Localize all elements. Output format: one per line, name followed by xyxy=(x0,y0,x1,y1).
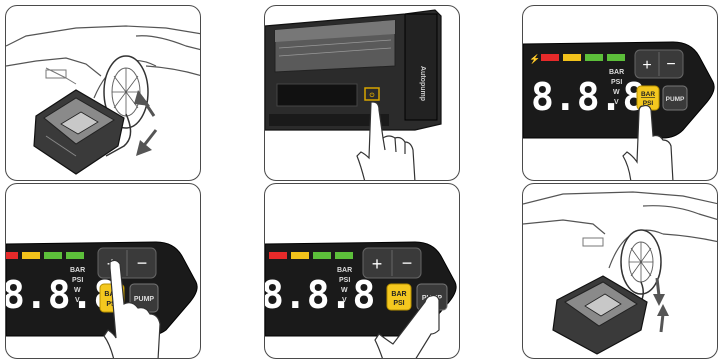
svg-text:PSI: PSI xyxy=(72,277,83,284)
svg-text:BAR: BAR xyxy=(641,91,655,98)
unit-psi: PSI xyxy=(611,79,622,86)
svg-text:V: V xyxy=(342,297,347,304)
step-6-remove-hose xyxy=(522,183,718,359)
svg-text:BAR: BAR xyxy=(391,291,406,298)
display-window xyxy=(277,84,357,106)
led-green-1 xyxy=(585,54,603,61)
step-2-illustration: Autopump ⏻ xyxy=(265,6,460,181)
plus-button[interactable]: + xyxy=(372,254,383,274)
step-1-illustration xyxy=(6,6,201,181)
arrow-down-icon xyxy=(657,278,659,296)
svg-text:BAR: BAR xyxy=(70,267,85,274)
brand-label: Autopump xyxy=(419,66,426,101)
svg-text:PUMP: PUMP xyxy=(666,96,685,103)
svg-text:PSI: PSI xyxy=(393,300,404,307)
svg-text:BAR: BAR xyxy=(337,267,352,274)
svg-text:V: V xyxy=(75,297,80,304)
step-6-illustration xyxy=(523,184,718,359)
svg-text:W: W xyxy=(74,287,81,294)
minus-button[interactable]: − xyxy=(402,253,413,273)
svg-text:⏻: ⏻ xyxy=(370,92,375,99)
step-1-attach-hose xyxy=(5,5,201,181)
step-4-press-plus: 8.8.8 BAR PSI W V + − BAR PSI PUMP xyxy=(5,183,201,359)
minus-button[interactable]: − xyxy=(666,56,675,73)
power-symbol-icon: ⚡ xyxy=(529,53,540,65)
step-3-illustration: ⚡ 8.8.8 BAR PSI W V + − BAR PSI PUMP xyxy=(523,6,718,181)
step-4-illustration: 8.8.8 BAR PSI W V + − BAR PSI PUMP xyxy=(6,184,201,359)
led-green-2 xyxy=(607,54,625,61)
unit-w: W xyxy=(613,89,620,96)
plus-button[interactable]: + xyxy=(642,57,651,74)
step-5-illustration: 8.8.8 BAR PSI W V + − BAR PSI PUMP xyxy=(265,184,460,359)
svg-text:PSI: PSI xyxy=(339,277,350,284)
digit-display: 8.8.8 xyxy=(531,75,645,119)
step-2-press-power: Autopump ⏻ xyxy=(264,5,460,181)
step-3-press-unit: ⚡ 8.8.8 BAR PSI W V + − BAR PSI PUMP xyxy=(522,5,718,181)
led-red xyxy=(541,54,559,61)
svg-text:PUMP: PUMP xyxy=(134,296,155,303)
digit-display: 8.8.8 xyxy=(265,273,375,317)
arrow-up-icon xyxy=(661,314,663,332)
step-5-press-pump: 8.8.8 BAR PSI W V + − BAR PSI PUMP xyxy=(264,183,460,359)
minus-button[interactable]: − xyxy=(137,253,148,273)
unit-bar: BAR xyxy=(609,69,624,76)
led-yellow xyxy=(563,54,581,61)
svg-text:W: W xyxy=(341,287,348,294)
unit-v: V xyxy=(614,99,619,106)
